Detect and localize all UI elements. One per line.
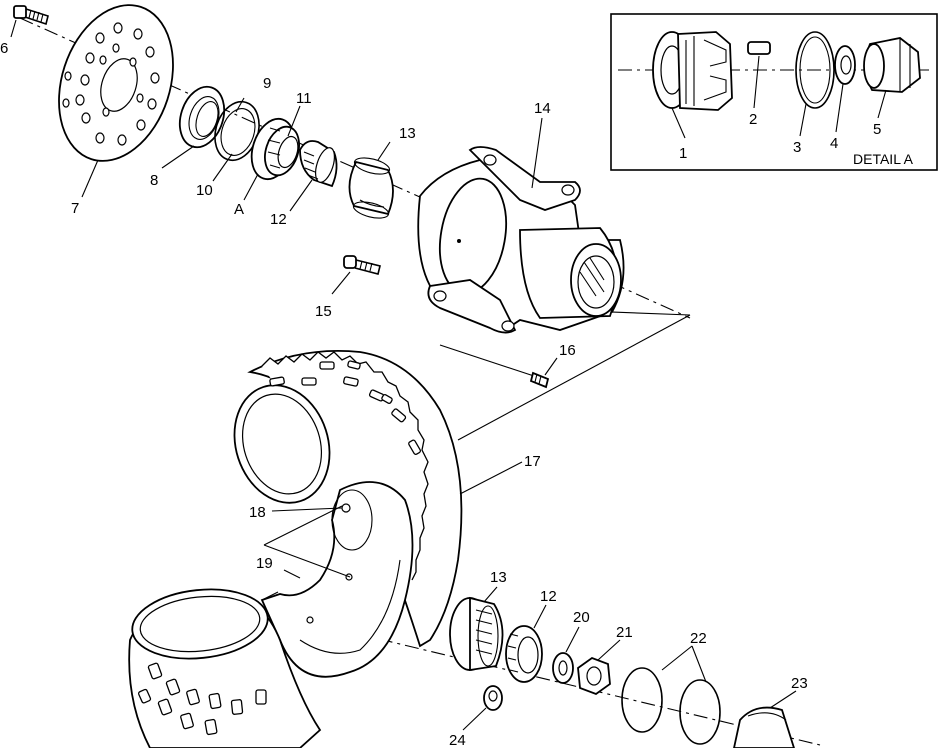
callout-21: 21 <box>616 624 633 641</box>
part-8-seal <box>178 85 226 149</box>
detail-part-4-washer <box>834 45 856 85</box>
callout-6: 6 <box>0 40 8 57</box>
part-13-bearing-cup-top <box>348 157 394 219</box>
callout-7: 7 <box>71 200 79 217</box>
part-11-clutch-hub <box>250 117 300 181</box>
callout-15: 15 <box>315 303 332 320</box>
callout-11: 11 <box>296 90 312 107</box>
tire-lugs-lower <box>137 662 267 736</box>
part-24-valve-stem <box>483 685 503 711</box>
callout-labels: 6 7 8 9 10 A 11 12 13 14 15 16 17 18 19 … <box>0 40 914 748</box>
callout-13-lower: 13 <box>490 569 507 586</box>
callout-a: A <box>234 201 244 218</box>
callout-16: 16 <box>559 342 576 359</box>
callout-3: 3 <box>793 139 801 156</box>
callout-12-lower: 12 <box>540 588 557 605</box>
part-16-set-screw <box>529 371 550 389</box>
part-15-stud <box>343 255 381 275</box>
callout-5: 5 <box>873 121 881 138</box>
tire-lugs-upper <box>269 360 422 455</box>
leader-lines <box>10 19 887 731</box>
detail-part-1-hub <box>652 31 733 111</box>
callout-8: 8 <box>150 172 158 189</box>
disc-holes <box>62 22 160 146</box>
callout-2: 2 <box>749 111 757 128</box>
callout-20: 20 <box>573 609 590 626</box>
part-13-bearing-cup-lower <box>449 596 504 672</box>
detail-part-5-nut <box>863 37 921 93</box>
detail-part-3-ring <box>795 31 835 109</box>
callout-9: 9 <box>263 75 271 92</box>
part-12-bearing-top <box>299 140 338 188</box>
callout-1: 1 <box>679 145 687 162</box>
part-7-brake-disc <box>58 4 174 162</box>
callout-23: 23 <box>791 675 808 692</box>
callout-14: 14 <box>534 100 551 117</box>
callout-18: 18 <box>249 504 266 521</box>
part-21-nut <box>577 656 611 696</box>
part-22-o-rings <box>621 667 721 745</box>
callout-10: 10 <box>196 182 213 199</box>
callout-19: 19 <box>256 555 273 572</box>
callout-4: 4 <box>830 135 838 152</box>
part-14-hub-housing <box>417 146 625 334</box>
part-12-bearing-lower <box>505 625 543 683</box>
part-23-hub-cap <box>733 706 795 748</box>
callout-12-top: 12 <box>270 211 287 228</box>
detail-a-inset <box>610 13 938 171</box>
part-20-washer <box>552 652 574 684</box>
lower-tire <box>128 588 322 748</box>
callout-24: 24 <box>449 732 466 748</box>
callout-22: 22 <box>690 630 707 647</box>
callout-13-top: 13 <box>399 125 416 142</box>
part-6-bolt <box>13 5 49 26</box>
callout-17: 17 <box>524 453 541 470</box>
part-19-wheel-rim <box>260 481 414 678</box>
detail-a-label: DETAIL A <box>853 151 914 167</box>
detail-part-2-pin <box>747 41 771 55</box>
